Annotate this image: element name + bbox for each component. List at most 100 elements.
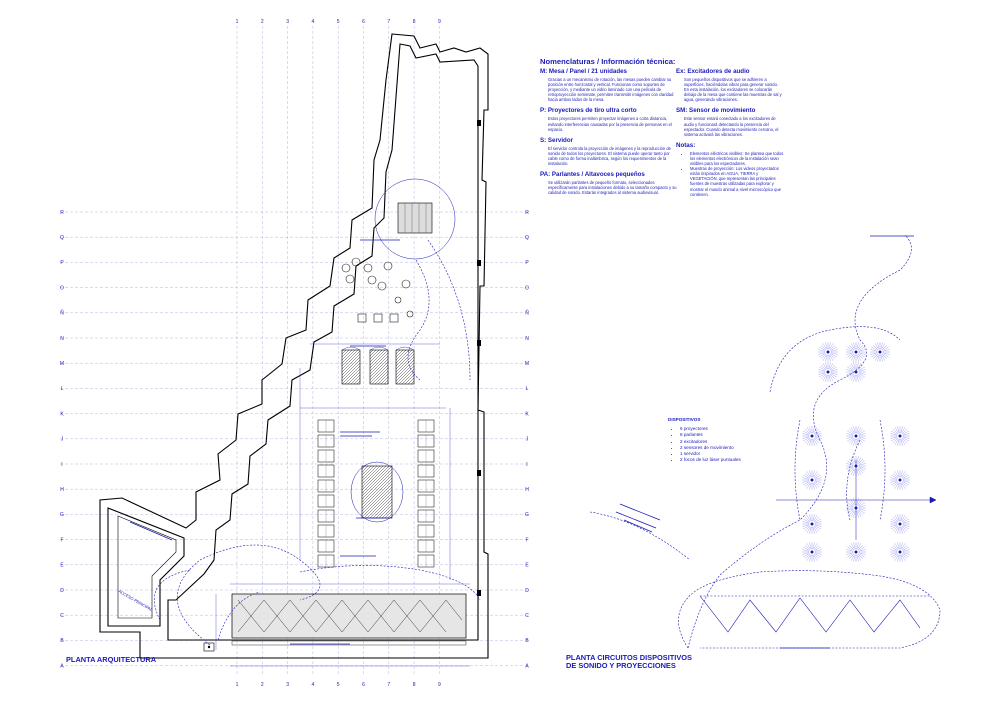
burst-ray — [902, 544, 908, 550]
grid-row-label: Ñ — [525, 310, 529, 317]
grid-row-label: L — [61, 386, 64, 392]
burst-ray — [902, 552, 910, 555]
building-wall — [99, 33, 489, 659]
speaker-zigzag — [699, 595, 930, 633]
round-table-zone — [374, 178, 456, 260]
burst-ray — [858, 433, 866, 436]
burst-ray — [818, 349, 826, 352]
burst-ray — [803, 525, 810, 530]
grid-row-label: I — [61, 462, 62, 468]
burst-center — [810, 478, 814, 482]
burst-ray — [822, 354, 827, 361]
burst-ray — [881, 343, 886, 350]
burst-ray — [814, 481, 821, 486]
burst-ray — [846, 372, 854, 375]
grid-row-label: Ñ — [60, 310, 64, 317]
burst-ray — [891, 553, 898, 558]
burst-ray — [891, 474, 898, 479]
burst-ray — [870, 352, 878, 355]
burst-ray — [858, 352, 866, 355]
burst-ray — [804, 472, 810, 478]
burst-center — [898, 522, 902, 526]
burst-ray — [902, 553, 909, 558]
burst-ray — [858, 346, 865, 351]
burst-ray — [857, 438, 862, 445]
burst-ray — [846, 433, 854, 436]
burst-ray — [890, 521, 898, 524]
burst-icon — [846, 542, 866, 562]
burst-ray — [858, 366, 865, 371]
burst-ray — [804, 554, 810, 560]
burst-ray — [850, 499, 855, 506]
burst-ray — [858, 553, 865, 558]
grid-row-label: B — [60, 638, 64, 644]
burst-icon — [846, 498, 866, 518]
burst-ray — [830, 374, 836, 380]
burst-ray — [814, 474, 821, 479]
burst-ray — [858, 544, 864, 550]
burst-ray — [814, 526, 820, 532]
burst-ray — [819, 373, 826, 378]
burst-ray — [858, 500, 864, 506]
title-circuitos-line1: PLANTA CIRCUITOS DISPOSITIVOS — [566, 653, 692, 662]
grid-row-label: N — [60, 336, 64, 342]
burst-ray — [830, 344, 836, 350]
grid-row-label: I — [526, 462, 527, 468]
burst-ray — [846, 349, 854, 352]
burst-ray — [804, 516, 810, 522]
burst-ray — [891, 546, 898, 551]
burst-ray — [818, 352, 826, 355]
nota-item: Muestras de proyección: Los videos proye… — [690, 166, 784, 197]
burst-ray — [848, 468, 854, 474]
burst-ray — [892, 516, 898, 522]
burst-ray — [809, 482, 812, 490]
burst-ray — [848, 354, 854, 360]
burst-ray — [902, 438, 908, 444]
burst-ray — [856, 456, 859, 464]
burst-ray — [814, 524, 822, 527]
burst-ray — [830, 364, 836, 370]
burst-ray — [900, 526, 903, 534]
burst-ray — [814, 525, 821, 530]
grid-row-label: R — [525, 210, 529, 216]
entrance-marker — [203, 642, 215, 652]
device-item: 2 excitadores — [680, 439, 741, 445]
burst-ray — [902, 516, 908, 522]
burst-icon — [890, 426, 910, 446]
devices-title: DISPOSITIVOS — [668, 417, 701, 422]
burst-ray — [881, 354, 886, 361]
burst-ray — [890, 480, 898, 483]
burst-ray — [814, 544, 820, 550]
burst-ray — [902, 549, 910, 552]
burst-ray — [856, 554, 859, 562]
burst-center — [826, 370, 830, 374]
burst-ray — [856, 542, 859, 550]
burst-center — [826, 350, 830, 354]
burst-ray — [858, 373, 865, 378]
grid-col-label: 4 — [312, 682, 315, 688]
burst-ray — [804, 526, 810, 532]
notas-title: Notas: — [676, 141, 696, 149]
burst-ray — [813, 515, 818, 522]
burst-ray — [856, 510, 859, 518]
grid-col-label: 5 — [337, 682, 340, 688]
burst-ray — [902, 433, 910, 436]
burst-ray — [856, 354, 859, 362]
grid-col-label: 9 — [438, 682, 441, 688]
burst-ray — [897, 526, 900, 534]
burst-ray — [902, 524, 910, 527]
device-item: 6 proyectores — [680, 426, 741, 432]
grid-row-label: P — [525, 260, 529, 266]
burst-ray — [829, 354, 834, 361]
note-section-title: SM: Sensor de movimiento — [676, 107, 756, 115]
burst-ray — [814, 437, 821, 442]
note-section-title: P: Proyectores de tiro ultra corto — [540, 107, 637, 115]
grid-row-label: J — [526, 437, 529, 443]
grid-row-label: O — [525, 285, 529, 291]
burst-ray — [850, 343, 855, 350]
burst-ray — [858, 372, 866, 375]
burst-ray — [846, 508, 854, 511]
burst-icon — [890, 542, 910, 562]
burst-ray — [809, 554, 812, 562]
circulation-paths — [154, 239, 481, 646]
